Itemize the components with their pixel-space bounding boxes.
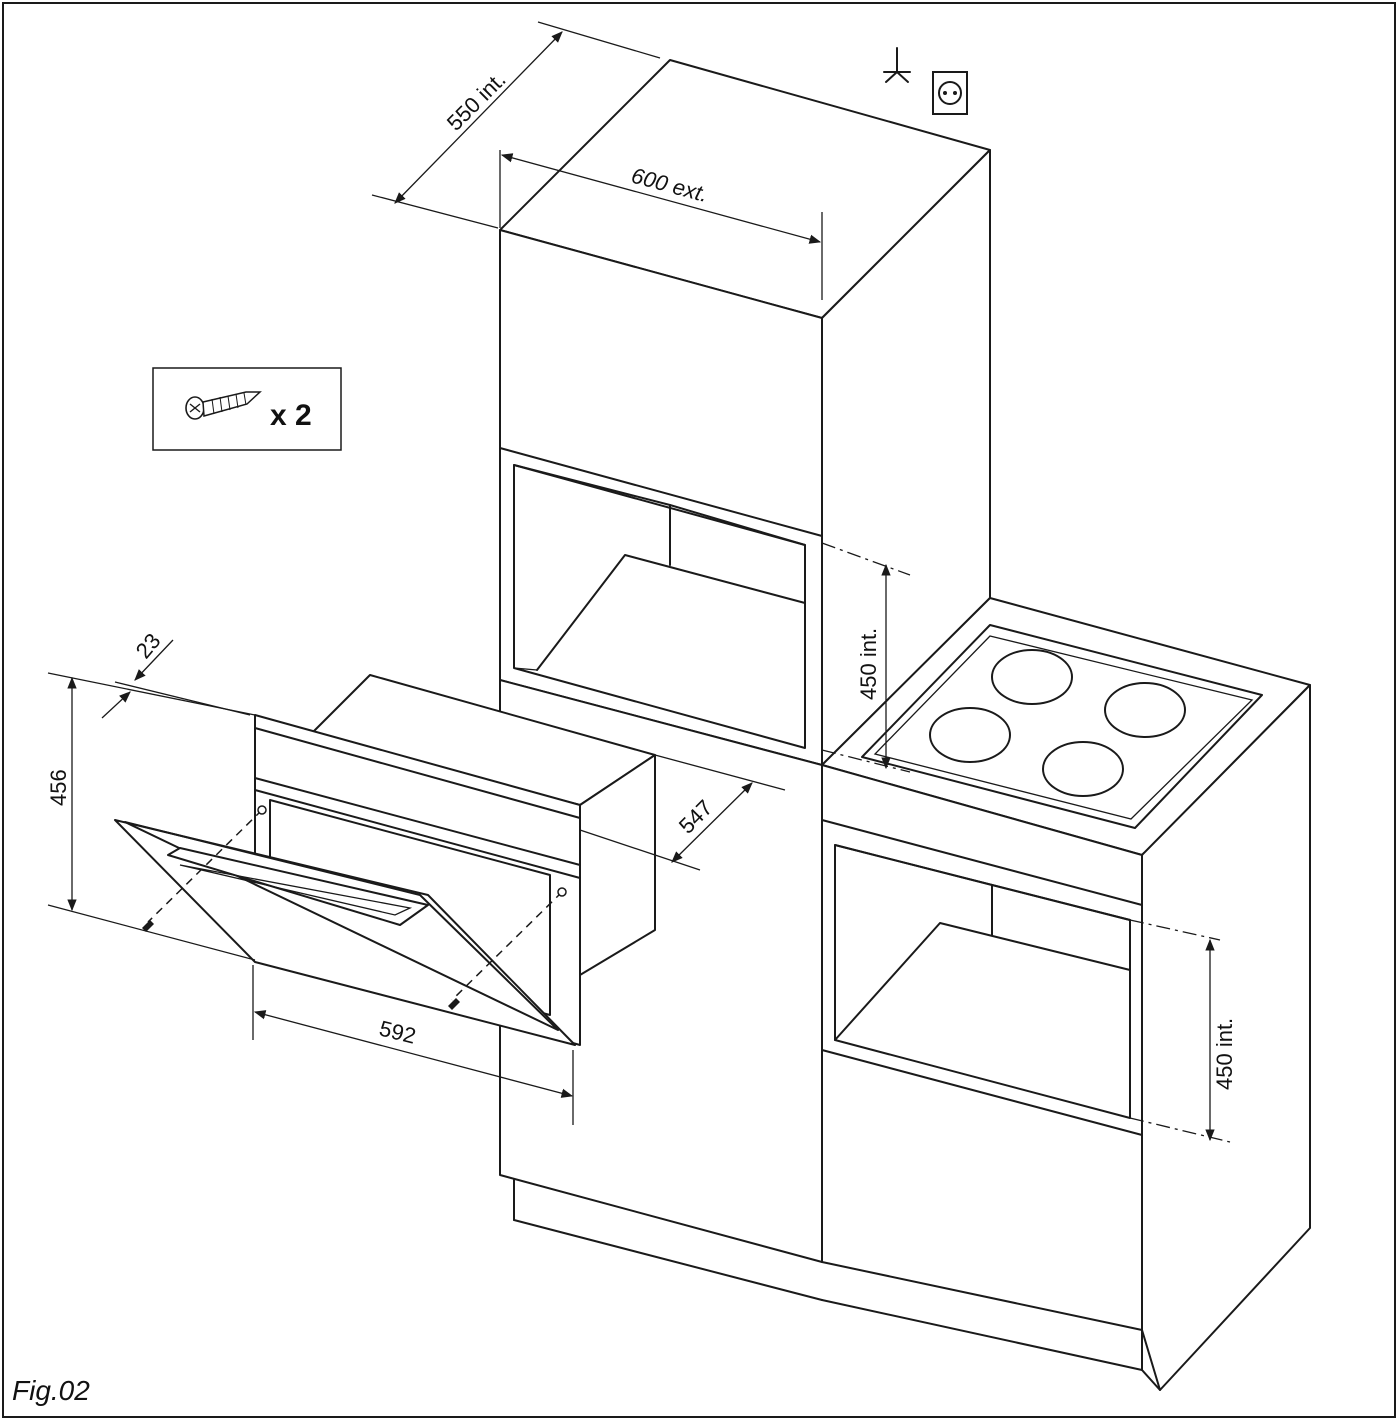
dim-column-niche-label: 450 int. (856, 628, 881, 700)
screw-icon (448, 998, 460, 1010)
base-cabinet (821, 597, 1311, 1391)
dim-oven-width-label: 592 (377, 1016, 419, 1049)
figure-label: Fig.02 (12, 1375, 90, 1406)
built-in-oven (114, 674, 656, 1046)
hob-burner-icon (991, 649, 1073, 705)
hob-burner-icon (1104, 682, 1186, 738)
power-socket-icon (932, 71, 968, 115)
hob-panel (861, 624, 1263, 829)
accessory-box: x 2 (152, 367, 342, 451)
dim-depth-int-label: 550 int. (442, 67, 511, 136)
ground-symbol-icon (883, 47, 911, 83)
dim-oven-trim-label: 23 (131, 628, 166, 663)
screw-icon (185, 391, 262, 420)
dim-base-niche-label: 450 int. (1212, 1018, 1237, 1090)
accessory-quantity: x 2 (270, 399, 312, 432)
screw-icon (142, 920, 154, 932)
dim-oven-height-label: 456 (46, 769, 71, 806)
dimension-lines (47, 21, 1231, 1143)
hob-burner-icon (1042, 741, 1124, 797)
hob-burner-icon (929, 707, 1011, 763)
